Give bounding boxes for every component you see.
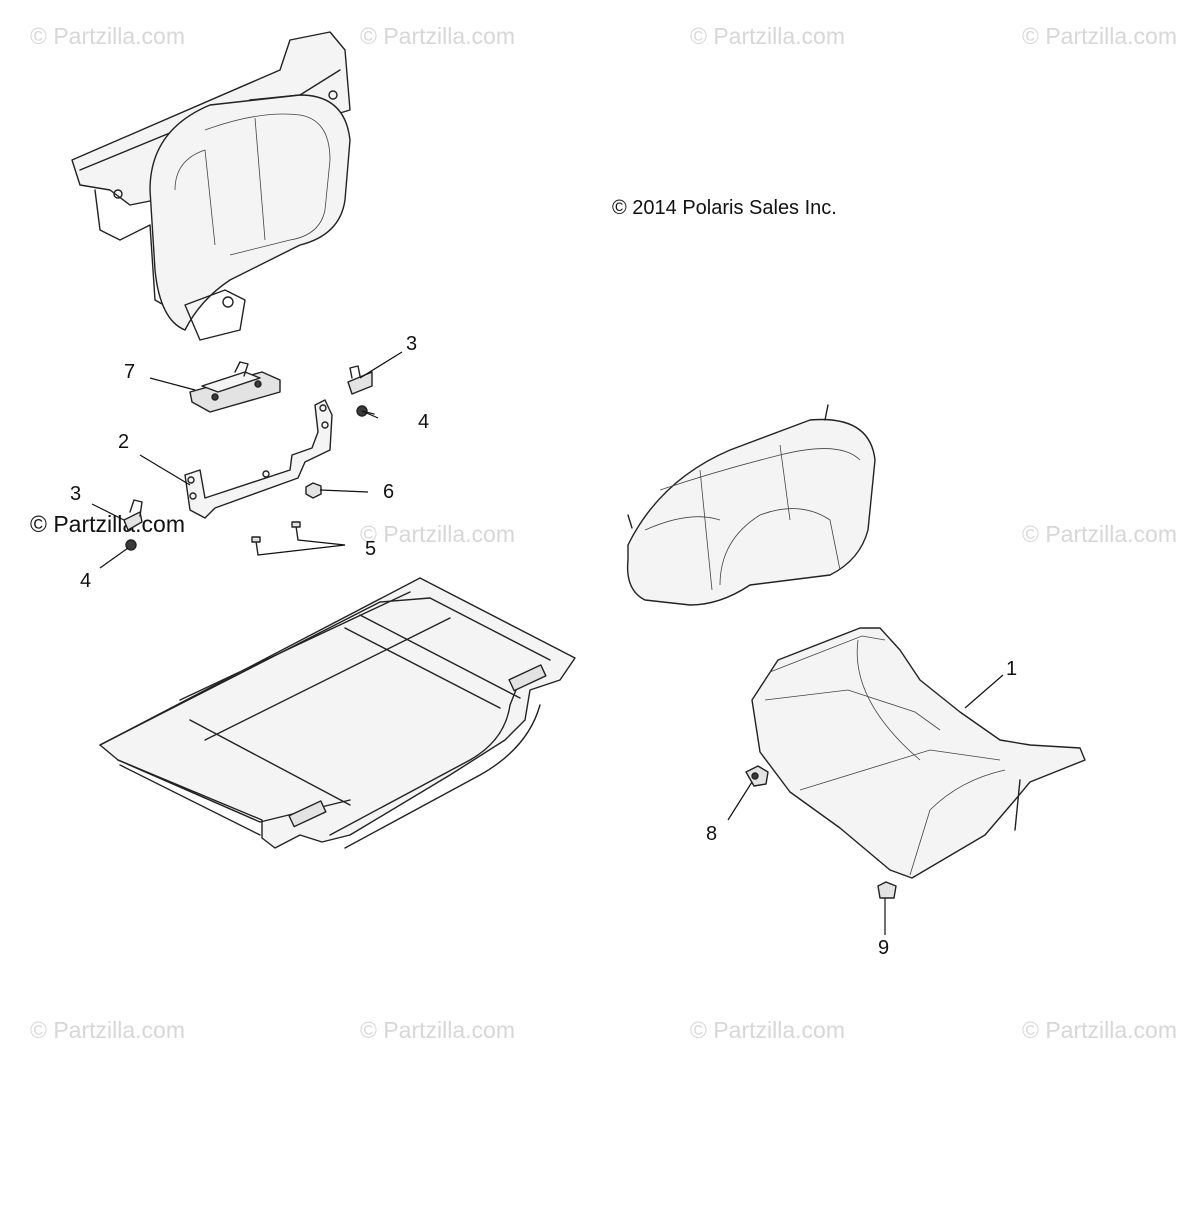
callout-4-lower: 4 xyxy=(80,570,91,592)
part-1-seat xyxy=(751,627,1086,879)
seat-storage-cover xyxy=(626,404,876,606)
part-7-latch xyxy=(189,361,281,413)
watermark-text: © Partzilla.com xyxy=(360,1017,515,1043)
watermark-text: © Partzilla.com xyxy=(1022,23,1177,49)
part-4-bolt-lower xyxy=(125,539,137,551)
watermark-text: © Partzilla.com xyxy=(690,23,845,49)
watermark-text: © Partzilla.com xyxy=(690,1017,845,1043)
part-6-nut xyxy=(305,482,322,499)
watermark-text: © Partzilla.com xyxy=(30,23,185,49)
callout-1: 1 xyxy=(1006,658,1017,680)
watermark-text: © Partzilla.com xyxy=(360,521,515,547)
callout-8: 8 xyxy=(706,823,717,845)
callout-2: 2 xyxy=(118,431,129,453)
callout-9: 9 xyxy=(878,937,889,959)
part-8-clip xyxy=(745,765,769,787)
seat-base-frame xyxy=(99,577,576,849)
watermark-text: © Partzilla.com xyxy=(1022,1017,1177,1043)
callout-labels: 1 2 3 3 4 4 5 6 7 8 9 xyxy=(70,333,1017,959)
part-3-pin-upper xyxy=(347,365,373,395)
part-5-screws xyxy=(251,521,301,556)
rear-seat-back-assembly xyxy=(71,31,351,341)
callout-3-upper: 3 xyxy=(406,333,417,355)
part-3-pin-lower xyxy=(123,499,143,531)
callout-3-lower: 3 xyxy=(70,483,81,505)
callout-4-upper: 4 xyxy=(418,411,429,433)
watermark-text: © Partzilla.com xyxy=(30,1017,185,1043)
callout-5: 5 xyxy=(365,538,376,560)
leader-lines xyxy=(91,351,1004,935)
part-2-bracket xyxy=(184,399,333,519)
callout-7: 7 xyxy=(124,361,135,383)
watermark-text: © Partzilla.com xyxy=(1022,521,1177,547)
copyright-notice: © 2014 Polaris Sales Inc. xyxy=(612,197,837,219)
watermark-text-dark: © Partzilla.com xyxy=(30,511,185,537)
watermark-text: © Partzilla.com xyxy=(360,23,515,49)
part-9-bumper xyxy=(877,881,897,899)
callout-6: 6 xyxy=(383,481,394,503)
